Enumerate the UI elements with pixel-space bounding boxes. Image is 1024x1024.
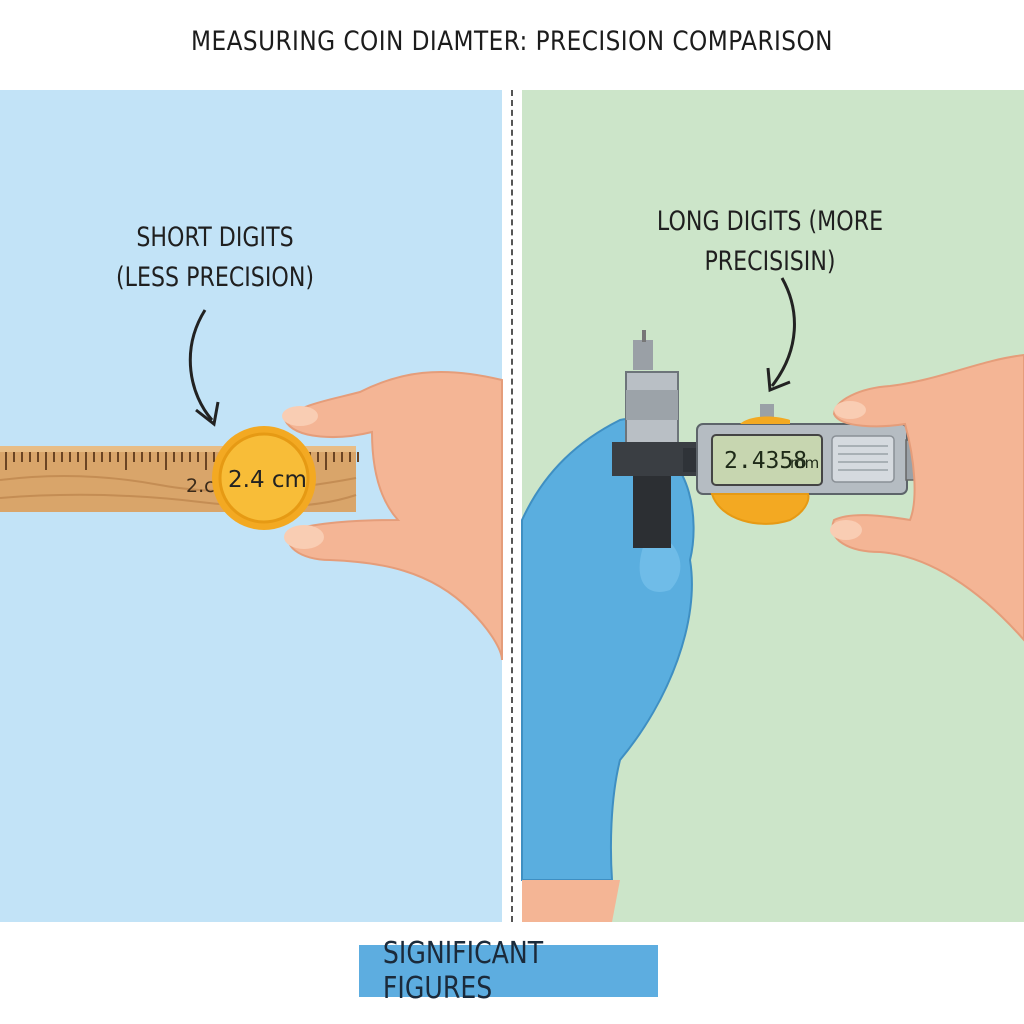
label-long-digits: LONG DIGITS (MORE PRECISISIN) [631,202,910,282]
hand-left [282,370,503,661]
coin-left [212,426,316,530]
label-short-line2: (LESS PRECISION) [115,262,315,293]
hand-right [830,353,1024,642]
label-long-line1: LONG DIGITS (MORE [656,206,884,237]
label-short-digits: SHORT DIGITS (LESS PRECISION) [88,218,342,298]
arrow-left [188,309,214,421]
coin-right [710,416,810,525]
page-title: MEASURING COIN DIAMTER: PRECISION COMPAR… [191,26,833,57]
dashed-divider [511,90,513,922]
label-short-line1: SHORT DIGITS [136,222,294,253]
coin-reading: 2.4 cm [228,467,307,493]
caliper-display-value: 2.4358 [724,448,807,474]
footer-text: SIGNIFICANT FIGURES [382,936,544,1006]
footer-badge: SIGNIFICANT FIGURES [359,936,658,1006]
caliper-display-unit: mm [790,454,819,472]
label-long-line2: PRECISISIN) [704,246,836,277]
arrow-right [770,277,796,387]
